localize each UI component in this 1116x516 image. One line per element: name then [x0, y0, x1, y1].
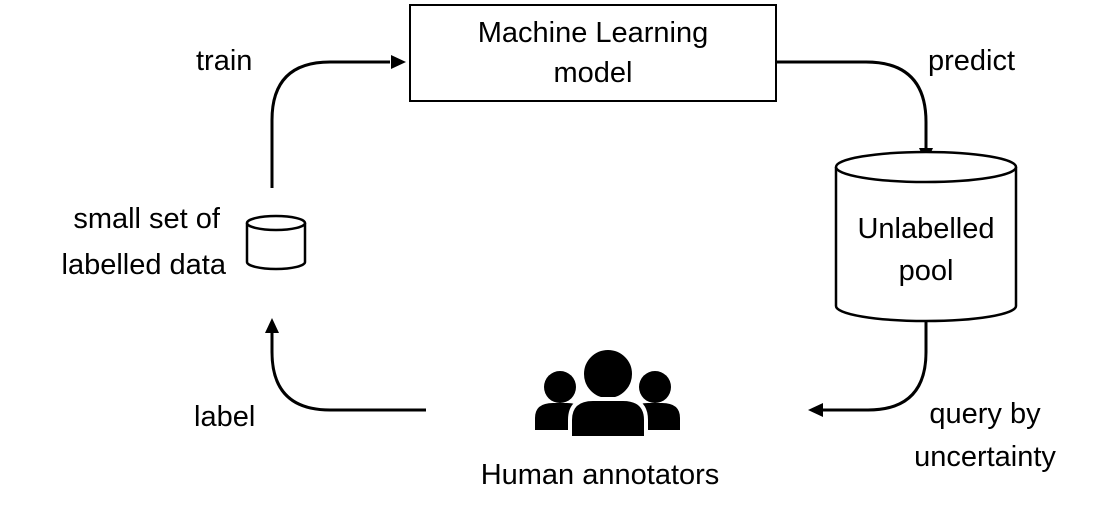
- predict-arrow: [777, 60, 928, 150]
- human-annotators-label: Human annotators: [480, 459, 720, 491]
- labelled-data-label-line2: labelled data: [61, 249, 226, 281]
- label-edge-label: label: [194, 401, 256, 433]
- pool-cylinder-icon: [834, 150, 1018, 323]
- database-icon: [245, 214, 307, 271]
- train-arrowhead: [391, 55, 406, 69]
- query-arrowhead: [808, 403, 823, 417]
- label-arrow: [270, 332, 426, 412]
- predict-label: predict: [928, 45, 1016, 77]
- labelled-data-label-line1: small set of: [73, 203, 220, 235]
- people-group-icon: [535, 346, 680, 440]
- query-arrow: [822, 322, 928, 412]
- unlabelled-pool-label: Unlabelled pool: [836, 208, 1016, 292]
- query-label-line1: query by: [929, 398, 1041, 430]
- ml-model-label-line2: model: [553, 57, 633, 89]
- ml-model-label-line1: Machine Learning: [477, 17, 709, 49]
- unlabelled-pool-line1: Unlabelled: [857, 213, 995, 245]
- train-label: train: [196, 45, 253, 77]
- query-label-line2: uncertainty: [914, 441, 1056, 473]
- ml-model-box: Machine Learning model: [409, 4, 777, 102]
- label-arrowhead: [265, 318, 279, 333]
- train-arrow: [270, 60, 390, 188]
- unlabelled-pool-line2: pool: [898, 255, 954, 287]
